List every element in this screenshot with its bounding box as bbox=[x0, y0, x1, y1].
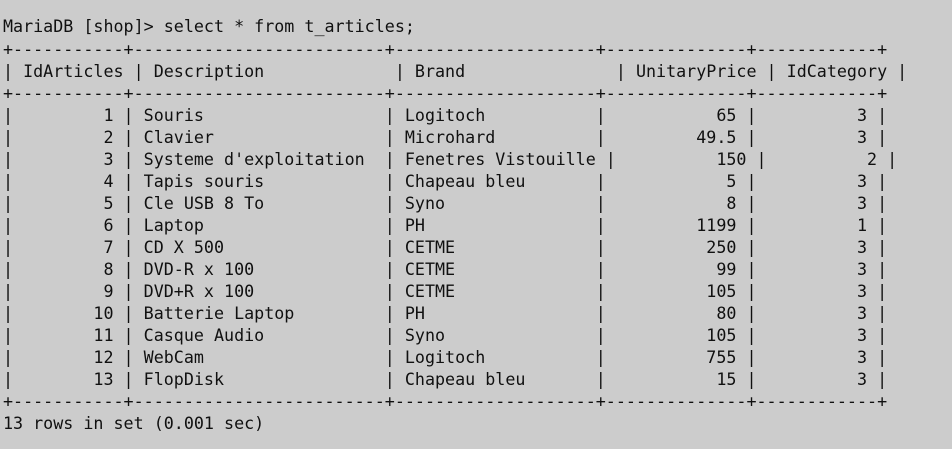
cell-description: DVD-R x 100 bbox=[143, 259, 255, 279]
cell-idarticles: 6 bbox=[103, 215, 114, 235]
table-row: | 5 | Cle USB 8 To | Syno | 8 | 3 | bbox=[3, 193, 888, 213]
cell-description: Clavier bbox=[143, 127, 214, 147]
mariadb-prompt: MariaDB [shop]> bbox=[3, 16, 164, 36]
table-row: | 10 | Batterie Laptop | PH | 80 | 3 | bbox=[3, 303, 888, 323]
header-brand: Brand bbox=[414, 61, 466, 81]
cell-description: CD X 500 bbox=[143, 237, 225, 257]
cell-idcategory: 3 bbox=[856, 259, 868, 279]
table-body: | 1 | Souris | Logitoch | 65 | 3 || 2 | … bbox=[3, 104, 897, 390]
cell-idcategory: 3 bbox=[856, 303, 868, 323]
cell-unitaryprice: 1199 bbox=[696, 215, 737, 235]
cell-brand: Syno bbox=[404, 193, 446, 213]
cell-brand: Microhard bbox=[404, 127, 496, 147]
cell-idcategory: 3 bbox=[856, 347, 868, 367]
table-row: | 9 | DVD+R x 100 | CETME | 105 | 3 | bbox=[3, 281, 888, 301]
cell-idcategory: 3 bbox=[856, 193, 868, 213]
cell-idarticles: 1 bbox=[103, 105, 114, 125]
table-border-bottom: +-----------+-------------------------+-… bbox=[3, 391, 888, 411]
cell-description: Systeme d'exploitation bbox=[143, 149, 365, 169]
cell-idcategory: 1 bbox=[856, 215, 868, 235]
cell-unitaryprice: 250 bbox=[706, 237, 737, 257]
cell-description: Tapis souris bbox=[143, 171, 265, 191]
cell-unitaryprice: 15 bbox=[716, 369, 737, 389]
table-row: | 8 | DVD-R x 100 | CETME | 99 | 3 | bbox=[3, 259, 888, 279]
cell-description: Batterie Laptop bbox=[143, 303, 295, 323]
cell-idarticles: 7 bbox=[103, 237, 114, 257]
header-idcategory: IdCategory bbox=[786, 61, 888, 81]
cell-brand: Chapeau bleu bbox=[404, 171, 526, 191]
cell-idcategory: 3 bbox=[856, 105, 868, 125]
cell-idcategory: 3 bbox=[856, 127, 868, 147]
cell-description: Cle USB 8 To bbox=[143, 193, 265, 213]
cell-unitaryprice: 65 bbox=[716, 105, 737, 125]
cell-brand: Syno bbox=[404, 325, 446, 345]
table-row: | 2 | Clavier | Microhard | 49.5 | 3 | bbox=[3, 127, 888, 147]
cell-idarticles: 11 bbox=[93, 325, 114, 345]
result-summary: 13 rows in set (0.001 sec) bbox=[3, 413, 265, 433]
cell-unitaryprice: 755 bbox=[706, 347, 737, 367]
cell-idcategory: 2 bbox=[867, 149, 878, 169]
cell-unitaryprice: 80 bbox=[716, 303, 737, 323]
header-description: Description bbox=[153, 61, 265, 81]
cell-idcategory: 3 bbox=[856, 369, 868, 389]
cell-brand: CETME bbox=[404, 237, 456, 257]
cell-brand: Chapeau bleu bbox=[404, 369, 526, 389]
cell-brand: PH bbox=[404, 215, 425, 235]
cell-idarticles: 4 bbox=[103, 171, 114, 191]
cell-unitaryprice: 150 bbox=[716, 149, 747, 169]
cell-unitaryprice: 105 bbox=[706, 281, 737, 301]
cell-brand: Fenetres Vistouille bbox=[404, 149, 596, 169]
table-row: | 4 | Tapis souris | Chapeau bleu | 5 | … bbox=[3, 171, 888, 191]
cell-idarticles: 13 bbox=[93, 369, 114, 389]
cell-idarticles: 10 bbox=[93, 303, 114, 323]
cell-brand: PH bbox=[404, 303, 425, 323]
cell-unitaryprice: 5 bbox=[726, 171, 737, 191]
cell-idarticles: 5 bbox=[103, 193, 114, 213]
table-row: | 11 | Casque Audio | Syno | 105 | 3 | bbox=[3, 325, 888, 345]
sql-command: select * from t_articles; bbox=[163, 16, 415, 36]
cell-brand: Logitoch bbox=[404, 105, 486, 125]
table-row: | 13 | FlopDisk | Chapeau bleu | 15 | 3 … bbox=[3, 369, 888, 389]
cell-description: FlopDisk bbox=[143, 369, 225, 389]
table-border-middle: +-----------+-------------------------+-… bbox=[3, 83, 888, 103]
cell-description: Casque Audio bbox=[143, 325, 265, 345]
cell-idarticles: 9 bbox=[103, 281, 114, 301]
cell-brand: Logitoch bbox=[404, 347, 486, 367]
table-row: | 7 | CD X 500 | CETME | 250 | 3 | bbox=[3, 237, 888, 257]
cell-description: WebCam bbox=[143, 347, 204, 367]
header-unitaryprice: UnitaryPrice bbox=[635, 61, 757, 81]
table-row: | 1 | Souris | Logitoch | 65 | 3 | bbox=[3, 105, 888, 125]
cell-idarticles: 2 bbox=[103, 127, 114, 147]
table-row: | 6 | Laptop | PH | 1199 | 1 | bbox=[3, 215, 888, 235]
cell-idarticles: 3 bbox=[103, 149, 114, 169]
table-header-row: | IdArticles | Description | Brand | Uni… bbox=[3, 61, 908, 81]
cell-idcategory: 3 bbox=[856, 325, 868, 345]
command-line: MariaDB [shop]> select * from t_articles… bbox=[3, 15, 415, 37]
table-row: | 3 | Systeme d'exploitation | Fenetres … bbox=[3, 149, 898, 169]
cell-brand: CETME bbox=[404, 281, 456, 301]
cell-unitaryprice: 49.5 bbox=[696, 127, 737, 147]
cell-idcategory: 3 bbox=[856, 171, 868, 191]
cell-unitaryprice: 99 bbox=[716, 259, 737, 279]
cell-brand: CETME bbox=[404, 259, 456, 279]
cell-description: Laptop bbox=[143, 215, 204, 235]
cell-idcategory: 3 bbox=[856, 237, 868, 257]
cell-unitaryprice: 8 bbox=[726, 193, 737, 213]
table-border-top: +-----------+-------------------------+-… bbox=[3, 39, 888, 59]
cell-idcategory: 3 bbox=[856, 281, 868, 301]
cell-description: Souris bbox=[143, 105, 204, 125]
cell-unitaryprice: 105 bbox=[706, 325, 737, 345]
cell-idarticles: 12 bbox=[93, 347, 114, 367]
table-row: | 12 | WebCam | Logitoch | 755 | 3 | bbox=[3, 347, 888, 367]
cell-idarticles: 8 bbox=[103, 259, 114, 279]
header-idarticles: IdArticles bbox=[23, 61, 124, 81]
cell-description: DVD+R x 100 bbox=[143, 281, 255, 301]
